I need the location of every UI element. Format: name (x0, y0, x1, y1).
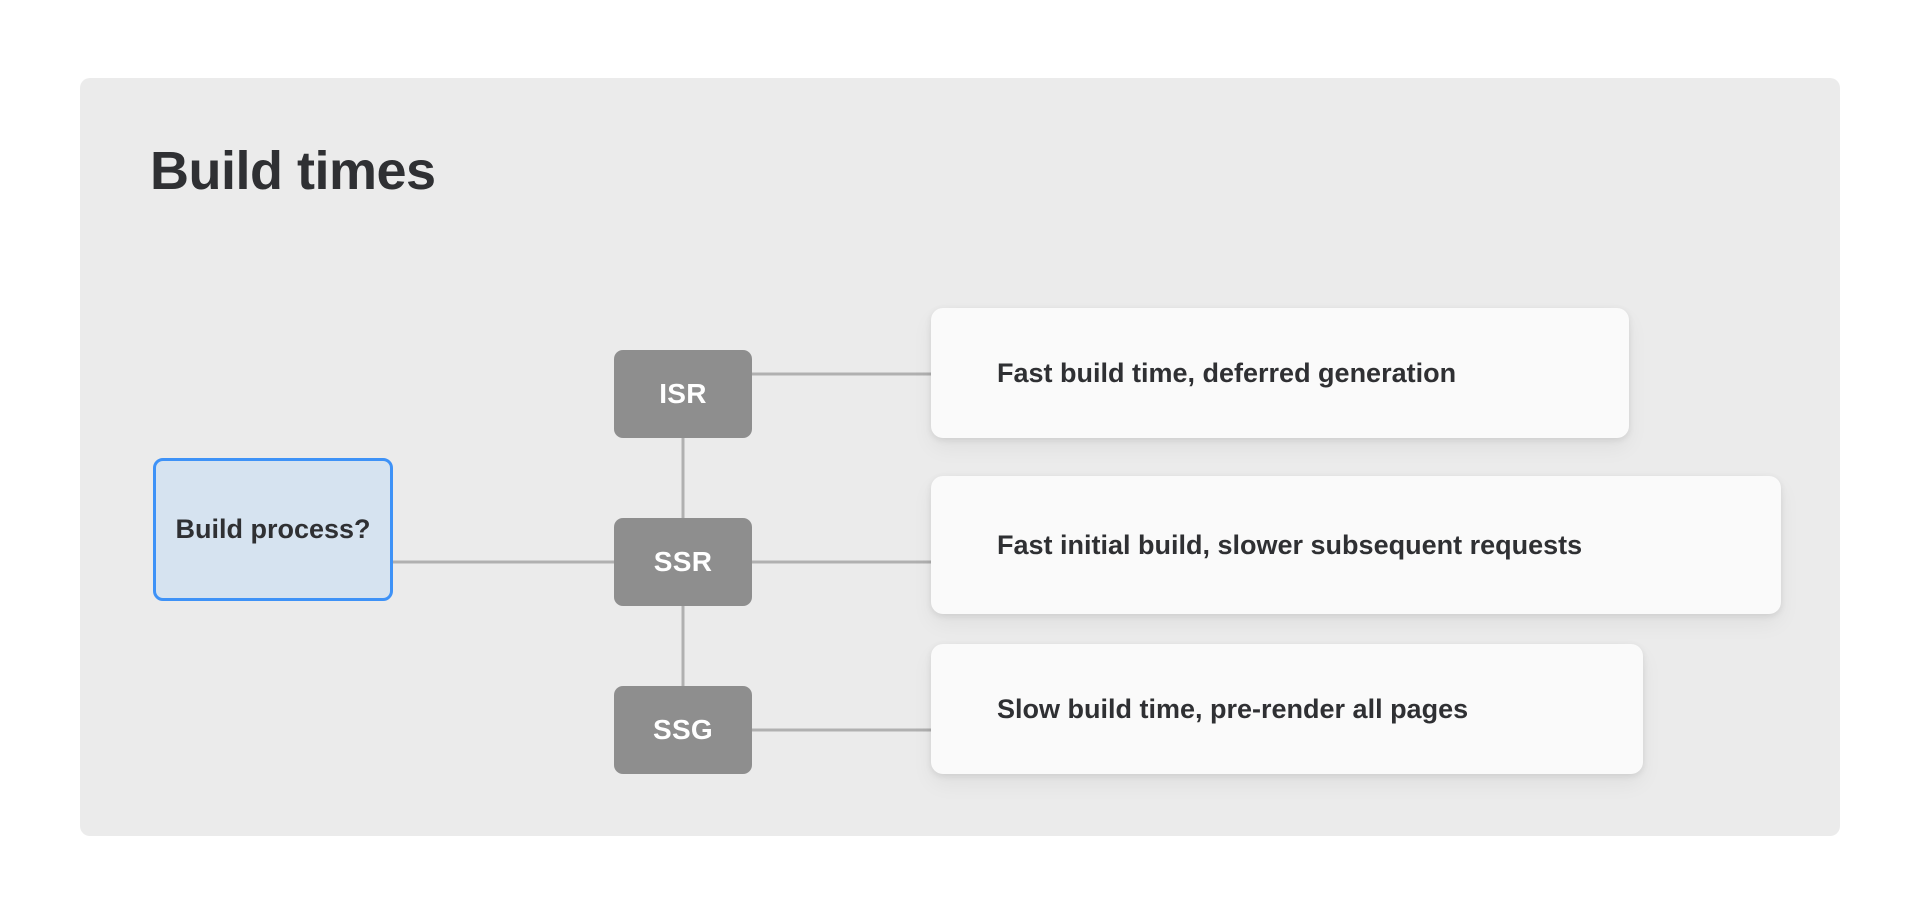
build-times-panel: Build times Build proce (80, 78, 1840, 836)
outcome-card-ssr[interactable]: Fast initial build, slower subsequent re… (931, 476, 1781, 614)
outcome-card-ssg-label: Slow build time, pre-render all pages (997, 693, 1469, 724)
outcome-card-isr[interactable]: Fast build time, deferred generation (931, 308, 1629, 438)
outcome-card-ssg[interactable]: Slow build time, pre-render all pages (931, 644, 1643, 774)
node-ssg-label: SSG (652, 714, 714, 745)
outcome-card-isr-label: Fast build time, deferred generation (997, 357, 1457, 388)
node-build-process[interactable]: Build process? (153, 458, 393, 601)
node-isr-label: ISR (659, 378, 707, 409)
outcome-card-ssr-label: Fast initial build, slower subsequent re… (997, 529, 1583, 560)
node-ssr[interactable]: SSR (614, 518, 752, 606)
build-times-flowchart: Build process? ISR SSR SSG Fast build ti… (80, 78, 1840, 836)
node-isr[interactable]: ISR (614, 350, 752, 438)
node-ssr-label: SSR (653, 546, 713, 577)
node-build-process-label: Build process? (175, 514, 371, 544)
page-title: Build times (150, 141, 436, 201)
node-ssg[interactable]: SSG (614, 686, 752, 774)
